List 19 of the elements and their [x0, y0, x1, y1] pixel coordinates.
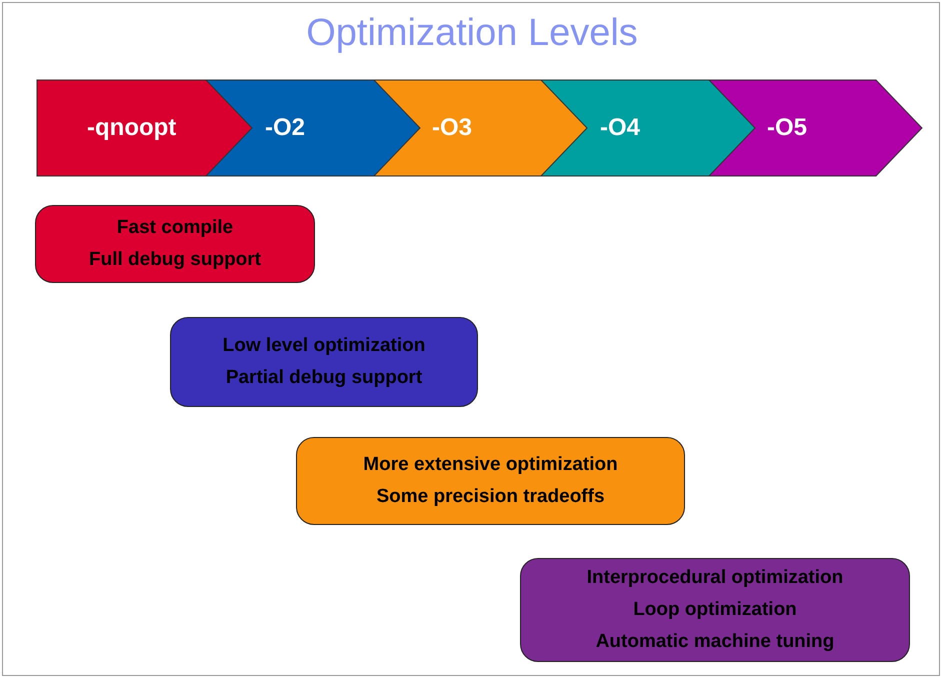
info-box: [35, 205, 315, 283]
info-box: [296, 437, 685, 525]
info-text: Automatic machine tuning: [596, 630, 834, 654]
info-text: More extensive optimization: [363, 453, 618, 477]
info-text: Loop optimization: [633, 598, 797, 622]
info-text: Fast compile: [116, 216, 234, 240]
level-label: -O4: [600, 110, 640, 146]
info-box: [170, 317, 478, 407]
info-text: Full debug support: [88, 248, 262, 272]
level-label: -qnoopt: [87, 110, 176, 146]
info-box: [520, 558, 910, 662]
level-label: -O2: [265, 110, 306, 146]
info-text: Some precision tradeoffs: [376, 485, 605, 509]
level-label: -O3: [432, 110, 472, 146]
info-text: Partial debug support: [226, 366, 422, 390]
info-text: Low level optimization: [222, 334, 426, 358]
level-label: -O5: [767, 110, 808, 146]
info-text: Interprocedural optimization: [586, 566, 844, 590]
title: Optimization Levels: [305, 12, 639, 55]
